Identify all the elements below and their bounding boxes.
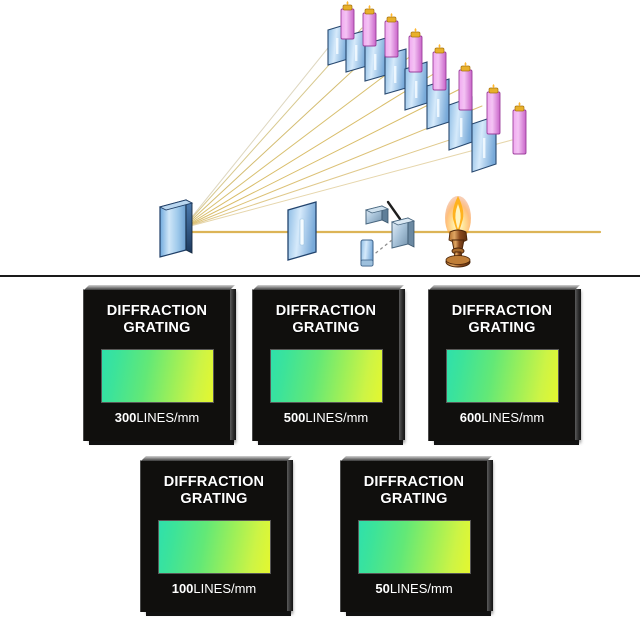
card-spec: 300LINES/mm — [84, 410, 230, 425]
virtual-image — [340, 1, 368, 73]
optical-diagram-svg — [158, 1, 602, 268]
single-slit-plate — [287, 201, 317, 261]
card-unit: LINES/mm — [136, 410, 200, 425]
virtual-image — [471, 84, 501, 173]
card-unit: LINES/mm — [389, 581, 453, 596]
grating-cards-panel: DIFFRACTION GRATING 300LINES/mm DIFFRACT… — [0, 277, 640, 640]
card-spec: 500LINES/mm — [253, 410, 399, 425]
virtual-image-arc — [327, 1, 527, 173]
card-density: 50 — [375, 581, 390, 596]
card-title: DIFFRACTION GRATING — [163, 474, 265, 507]
orange-light-rays — [182, 27, 513, 229]
card-unit: LINES/mm — [305, 410, 369, 425]
card-spec: 600LINES/mm — [429, 410, 575, 425]
card-title: DIFFRACTION GRATING — [106, 303, 208, 336]
card-spec: 50LINES/mm — [341, 581, 487, 596]
spectrum-swatch — [359, 521, 470, 573]
diffraction-grating-plate — [158, 199, 194, 258]
optics-cylinder-lower — [360, 239, 374, 267]
section-divider — [0, 275, 640, 277]
card-density: 300 — [114, 410, 137, 425]
grating-card-300[interactable]: DIFFRACTION GRATING 300LINES/mm — [83, 289, 236, 441]
grating-card-500[interactable]: DIFFRACTION GRATING 500LINES/mm — [252, 289, 405, 441]
grating-card-100[interactable]: DIFFRACTION GRATING 100LINES/mm — [140, 460, 293, 612]
spectrum-swatch — [447, 350, 558, 402]
virtual-image — [426, 44, 450, 130]
card-density: 600 — [459, 410, 482, 425]
virtual-image — [448, 62, 473, 151]
card-title: DIFFRACTION GRATING — [363, 474, 465, 507]
grating-card-600[interactable]: DIFFRACTION GRATING 600LINES/mm — [428, 289, 581, 441]
lens-mount-assembly — [360, 200, 416, 267]
card-unit: LINES/mm — [481, 410, 545, 425]
card-unit: LINES/mm — [193, 581, 257, 596]
virtual-image — [404, 28, 428, 111]
virtual-image — [512, 102, 527, 155]
card-density: 500 — [283, 410, 306, 425]
grating-card-50[interactable]: DIFFRACTION GRATING 50LINES/mm — [340, 460, 493, 612]
card-title: DIFFRACTION GRATING — [451, 303, 553, 336]
spectrum-swatch — [159, 521, 270, 573]
lens-holder — [390, 217, 416, 249]
virtual-image — [384, 13, 407, 95]
card-spec: 100LINES/mm — [141, 581, 287, 596]
card-title: DIFFRACTION GRATING — [275, 303, 377, 336]
spectrum-swatch — [102, 350, 213, 402]
virtual-image — [362, 5, 387, 82]
optical-diagram-panel — [0, 0, 640, 276]
card-density: 100 — [171, 581, 194, 596]
optics-block-upper — [364, 205, 390, 225]
candle-flame — [445, 196, 471, 268]
spectrum-swatch — [271, 350, 382, 402]
